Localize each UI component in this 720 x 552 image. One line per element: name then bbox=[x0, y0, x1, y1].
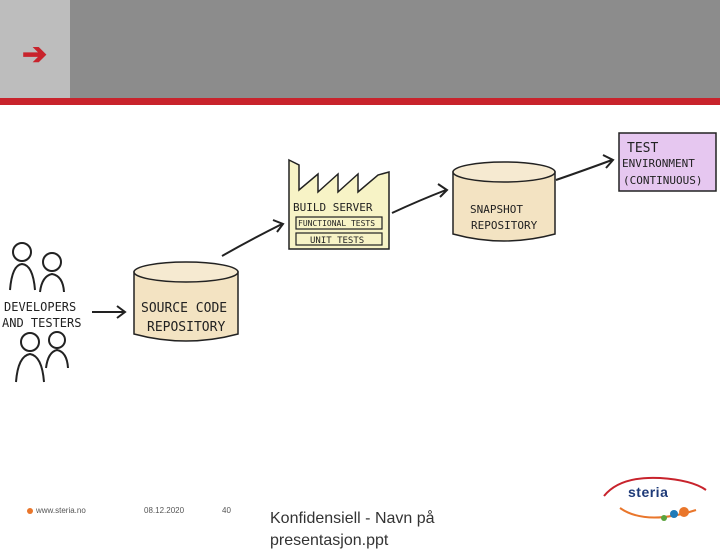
footer-bullet-icon bbox=[27, 508, 33, 514]
footer-confidential: Konfidensiell - Navn på presentasjon.ppt bbox=[270, 508, 480, 552]
functional-tests-label: FUNCTIONAL TESTS bbox=[298, 219, 375, 228]
arrow-source-to-build bbox=[222, 224, 282, 256]
arrow-build-to-snapshot bbox=[392, 190, 446, 213]
header-bar bbox=[70, 0, 720, 98]
ci-diagram: DEVELOPERS AND TESTERS SOURCE CODE REPOS… bbox=[0, 110, 720, 410]
build-server: BUILD SERVER FUNCTIONAL TESTS UNIT TESTS bbox=[289, 160, 389, 249]
footer-date: 08.12.2020 bbox=[144, 506, 184, 515]
steria-logo-text: steria bbox=[628, 484, 668, 500]
developers-label-line1: DEVELOPERS bbox=[4, 300, 76, 314]
test-env-label-line3: (CONTINUOUS) bbox=[623, 174, 702, 187]
footer-page-number: 40 bbox=[222, 506, 231, 515]
footer-website[interactable]: www.steria.no bbox=[36, 506, 86, 515]
test-env-label-line2: ENVIRONMENT bbox=[622, 157, 695, 170]
developers-group-bottom bbox=[16, 332, 68, 382]
right-arrow-icon: ➔ bbox=[22, 40, 47, 70]
source-repo-label-line1: SOURCE CODE bbox=[141, 301, 227, 316]
header-accent-line bbox=[0, 98, 720, 105]
developers-group-top bbox=[10, 243, 64, 292]
unit-tests-label: UNIT TESTS bbox=[310, 236, 364, 246]
test-env-label-line1: TEST bbox=[627, 141, 658, 156]
arrow-snapshot-to-test bbox=[556, 160, 612, 180]
source-repo-label-line2: REPOSITORY bbox=[147, 320, 225, 335]
test-environment: TEST ENVIRONMENT (CONTINUOUS) bbox=[619, 133, 716, 191]
steria-logo-swoosh-icon bbox=[600, 470, 710, 530]
snapshot-repo-label-line2: REPOSITORY bbox=[471, 219, 538, 232]
build-server-label: BUILD SERVER bbox=[293, 201, 373, 214]
snapshot-repo-label-line1: SNAPSHOT bbox=[470, 203, 523, 216]
snapshot-repository: SNAPSHOT REPOSITORY bbox=[453, 162, 555, 241]
developers-label-line2: AND TESTERS bbox=[2, 316, 81, 330]
source-code-repository: SOURCE CODE REPOSITORY bbox=[134, 262, 238, 341]
